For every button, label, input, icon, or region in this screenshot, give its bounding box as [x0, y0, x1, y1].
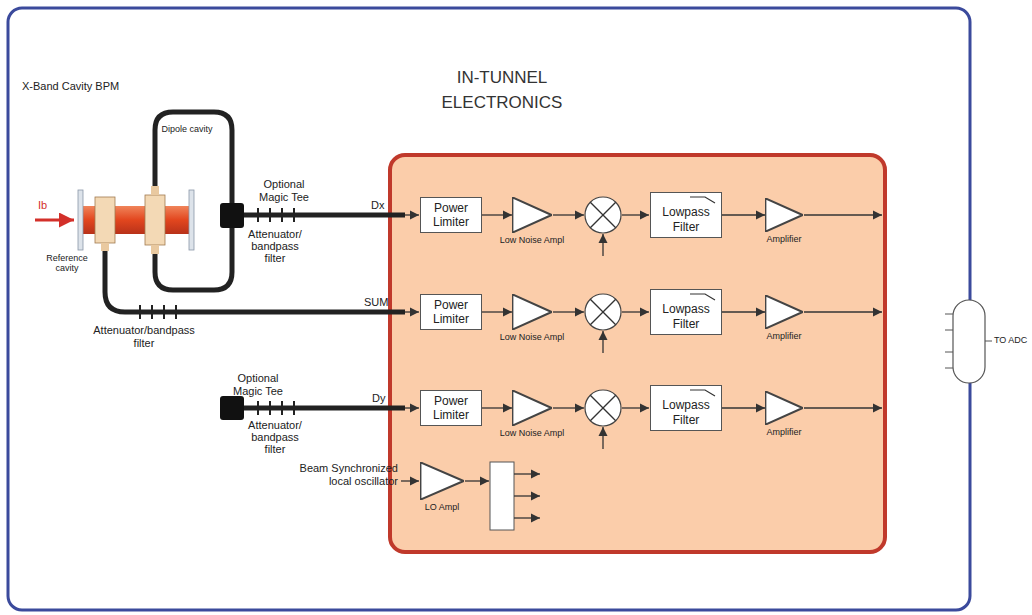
lowpass-symbol	[689, 388, 717, 397]
text-label: Attenuator/ bandpass filter	[240, 228, 310, 264]
node-text: LO Ampl	[425, 502, 460, 512]
node-text: Power Limiter	[424, 394, 478, 423]
signal-arrow	[482, 214, 512, 215]
signal-arrow	[722, 311, 765, 312]
node-text: Low Noise Ampl	[500, 332, 565, 342]
signal-arrow	[482, 407, 512, 408]
lowpass-symbol	[689, 195, 717, 204]
triangle-outline	[512, 197, 552, 233]
node-text: Amplifier	[766, 331, 801, 341]
lowpass-filter-box: Lowpass Filter	[650, 385, 722, 431]
text-label: Attenuator/bandpass filter	[88, 324, 200, 349]
triangle-outline	[765, 295, 803, 329]
node-text: Lowpass Filter	[655, 205, 717, 234]
low-noise-amplifier: Low Noise Ampl	[512, 294, 552, 330]
text-label: Dipole cavity	[160, 124, 214, 134]
amplifier-symbol: Amplifier	[765, 391, 803, 425]
text-label: Attenuator/ bandpass filter	[240, 419, 310, 455]
node-text: Lowpass Filter	[655, 302, 717, 331]
power-limiter-box: Power Limiter	[420, 390, 482, 427]
text-label: SUM	[364, 296, 400, 309]
lowpass-filter-box: Lowpass Filter	[650, 192, 722, 238]
node-text: Amplifier	[766, 427, 801, 437]
power-limiter-box: Power Limiter	[420, 294, 482, 331]
node-text: Low Noise Ampl	[500, 235, 565, 245]
text-label: Optional Magic Tee	[252, 178, 316, 203]
lowpass-symbol	[689, 292, 717, 301]
node-text: Amplifier	[766, 234, 801, 244]
node-text: Low Noise Ampl	[500, 428, 565, 438]
amplifier-symbol: Amplifier	[765, 198, 803, 232]
text-label: X-Band Cavity BPM	[22, 80, 162, 93]
low-noise-amplifier: Low Noise Ampl	[512, 390, 552, 426]
amplifier-symbol: Amplifier	[765, 295, 803, 329]
triangle-outline	[512, 390, 552, 426]
low-noise-amplifier: Low Noise Ampl	[512, 197, 552, 233]
text-label: Dx	[371, 199, 395, 212]
node-text: Power Limiter	[424, 298, 478, 327]
signal-arrow	[482, 311, 512, 312]
lo-amplifier: LO Ampl	[420, 462, 464, 500]
power-limiter-box: Power Limiter	[420, 197, 482, 234]
triangle-outline	[765, 198, 803, 232]
node-text: Lowpass Filter	[655, 398, 717, 427]
diagram-title: IN-TUNNEL ELECTRONICS	[437, 66, 567, 115]
text-label: Optional Magic Tee	[226, 372, 290, 397]
signal-arrow	[722, 407, 765, 408]
text-label: Beam Synchronized local oscillator	[280, 462, 398, 487]
text-label: Ib	[38, 199, 68, 212]
text-label: Dy	[372, 392, 396, 405]
node-text: Power Limiter	[424, 201, 478, 230]
triangle-outline	[420, 462, 464, 500]
signal-arrow	[722, 214, 765, 215]
triangle-outline	[765, 391, 803, 425]
triangle-outline	[512, 294, 552, 330]
text-label: Reference cavity	[36, 253, 98, 274]
lowpass-filter-box: Lowpass Filter	[650, 289, 722, 335]
text-label: TO ADC	[994, 335, 1030, 345]
